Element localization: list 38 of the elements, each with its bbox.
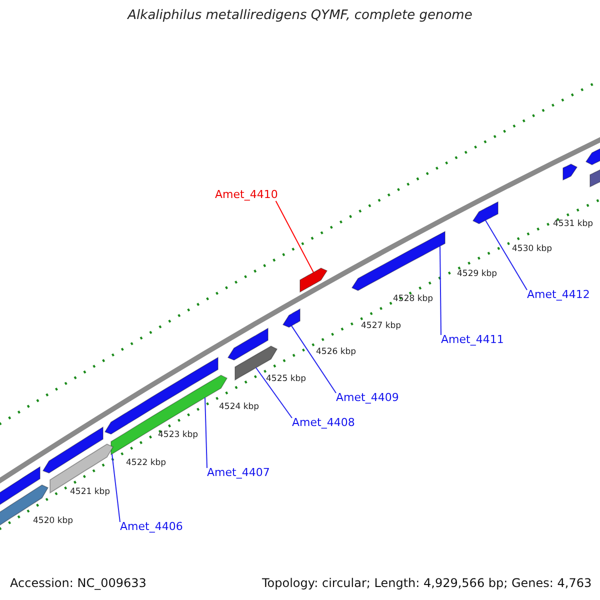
position-label: 4521 kbp xyxy=(70,487,110,497)
position-label: 4522 kbp xyxy=(126,458,166,468)
gene-feature xyxy=(472,201,498,224)
position-label: 4527 kbp xyxy=(361,321,402,331)
leader-line xyxy=(485,220,528,290)
position-label: 4525 kbp xyxy=(266,374,306,384)
gene-feature xyxy=(0,466,40,508)
gene-feature xyxy=(227,328,268,361)
gene-feature xyxy=(351,230,446,291)
gene-label: Amet_4407 xyxy=(207,466,270,479)
leader-line xyxy=(440,246,442,336)
position-label: 4528 kbp xyxy=(393,294,434,304)
gene-feature xyxy=(50,444,114,494)
position-label: 4523 kbp xyxy=(158,430,198,440)
leader-line xyxy=(291,325,336,394)
leader-line xyxy=(275,200,314,273)
gene-label: Amet_4406 xyxy=(120,520,183,533)
chart-title: Alkaliphilus metalliredigens QYMF, complete genome xyxy=(126,8,474,23)
position-label: 4531 kbp xyxy=(553,219,594,229)
gene-feature xyxy=(42,426,104,474)
gene-feature xyxy=(300,268,328,293)
gene-label: Amet_4412 xyxy=(527,288,590,301)
position-label: 4524 kbp xyxy=(219,402,260,412)
footer-text: Accession: NC_009633 xyxy=(10,576,146,590)
gene-label: Amet_4411 xyxy=(441,333,504,346)
position-label: 4529 kbp xyxy=(457,269,498,279)
gene-label: Amet_4409 xyxy=(336,391,399,404)
leader-line xyxy=(204,397,208,468)
position-label: 4520 kbp xyxy=(33,516,74,526)
footer-text: Topology: circular; Length: 4,929,566 bp; Genes: 4,763 xyxy=(262,576,592,590)
leader-line xyxy=(256,367,292,418)
gene-label: Amet_4410 xyxy=(215,188,278,201)
leader-line xyxy=(112,454,120,522)
gene-feature xyxy=(282,308,300,328)
position-label: 4526 kbp xyxy=(316,347,356,357)
gene-label: Amet_4408 xyxy=(292,416,355,429)
position-label: 4530 kbp xyxy=(512,244,552,254)
gene-feature xyxy=(562,164,578,181)
